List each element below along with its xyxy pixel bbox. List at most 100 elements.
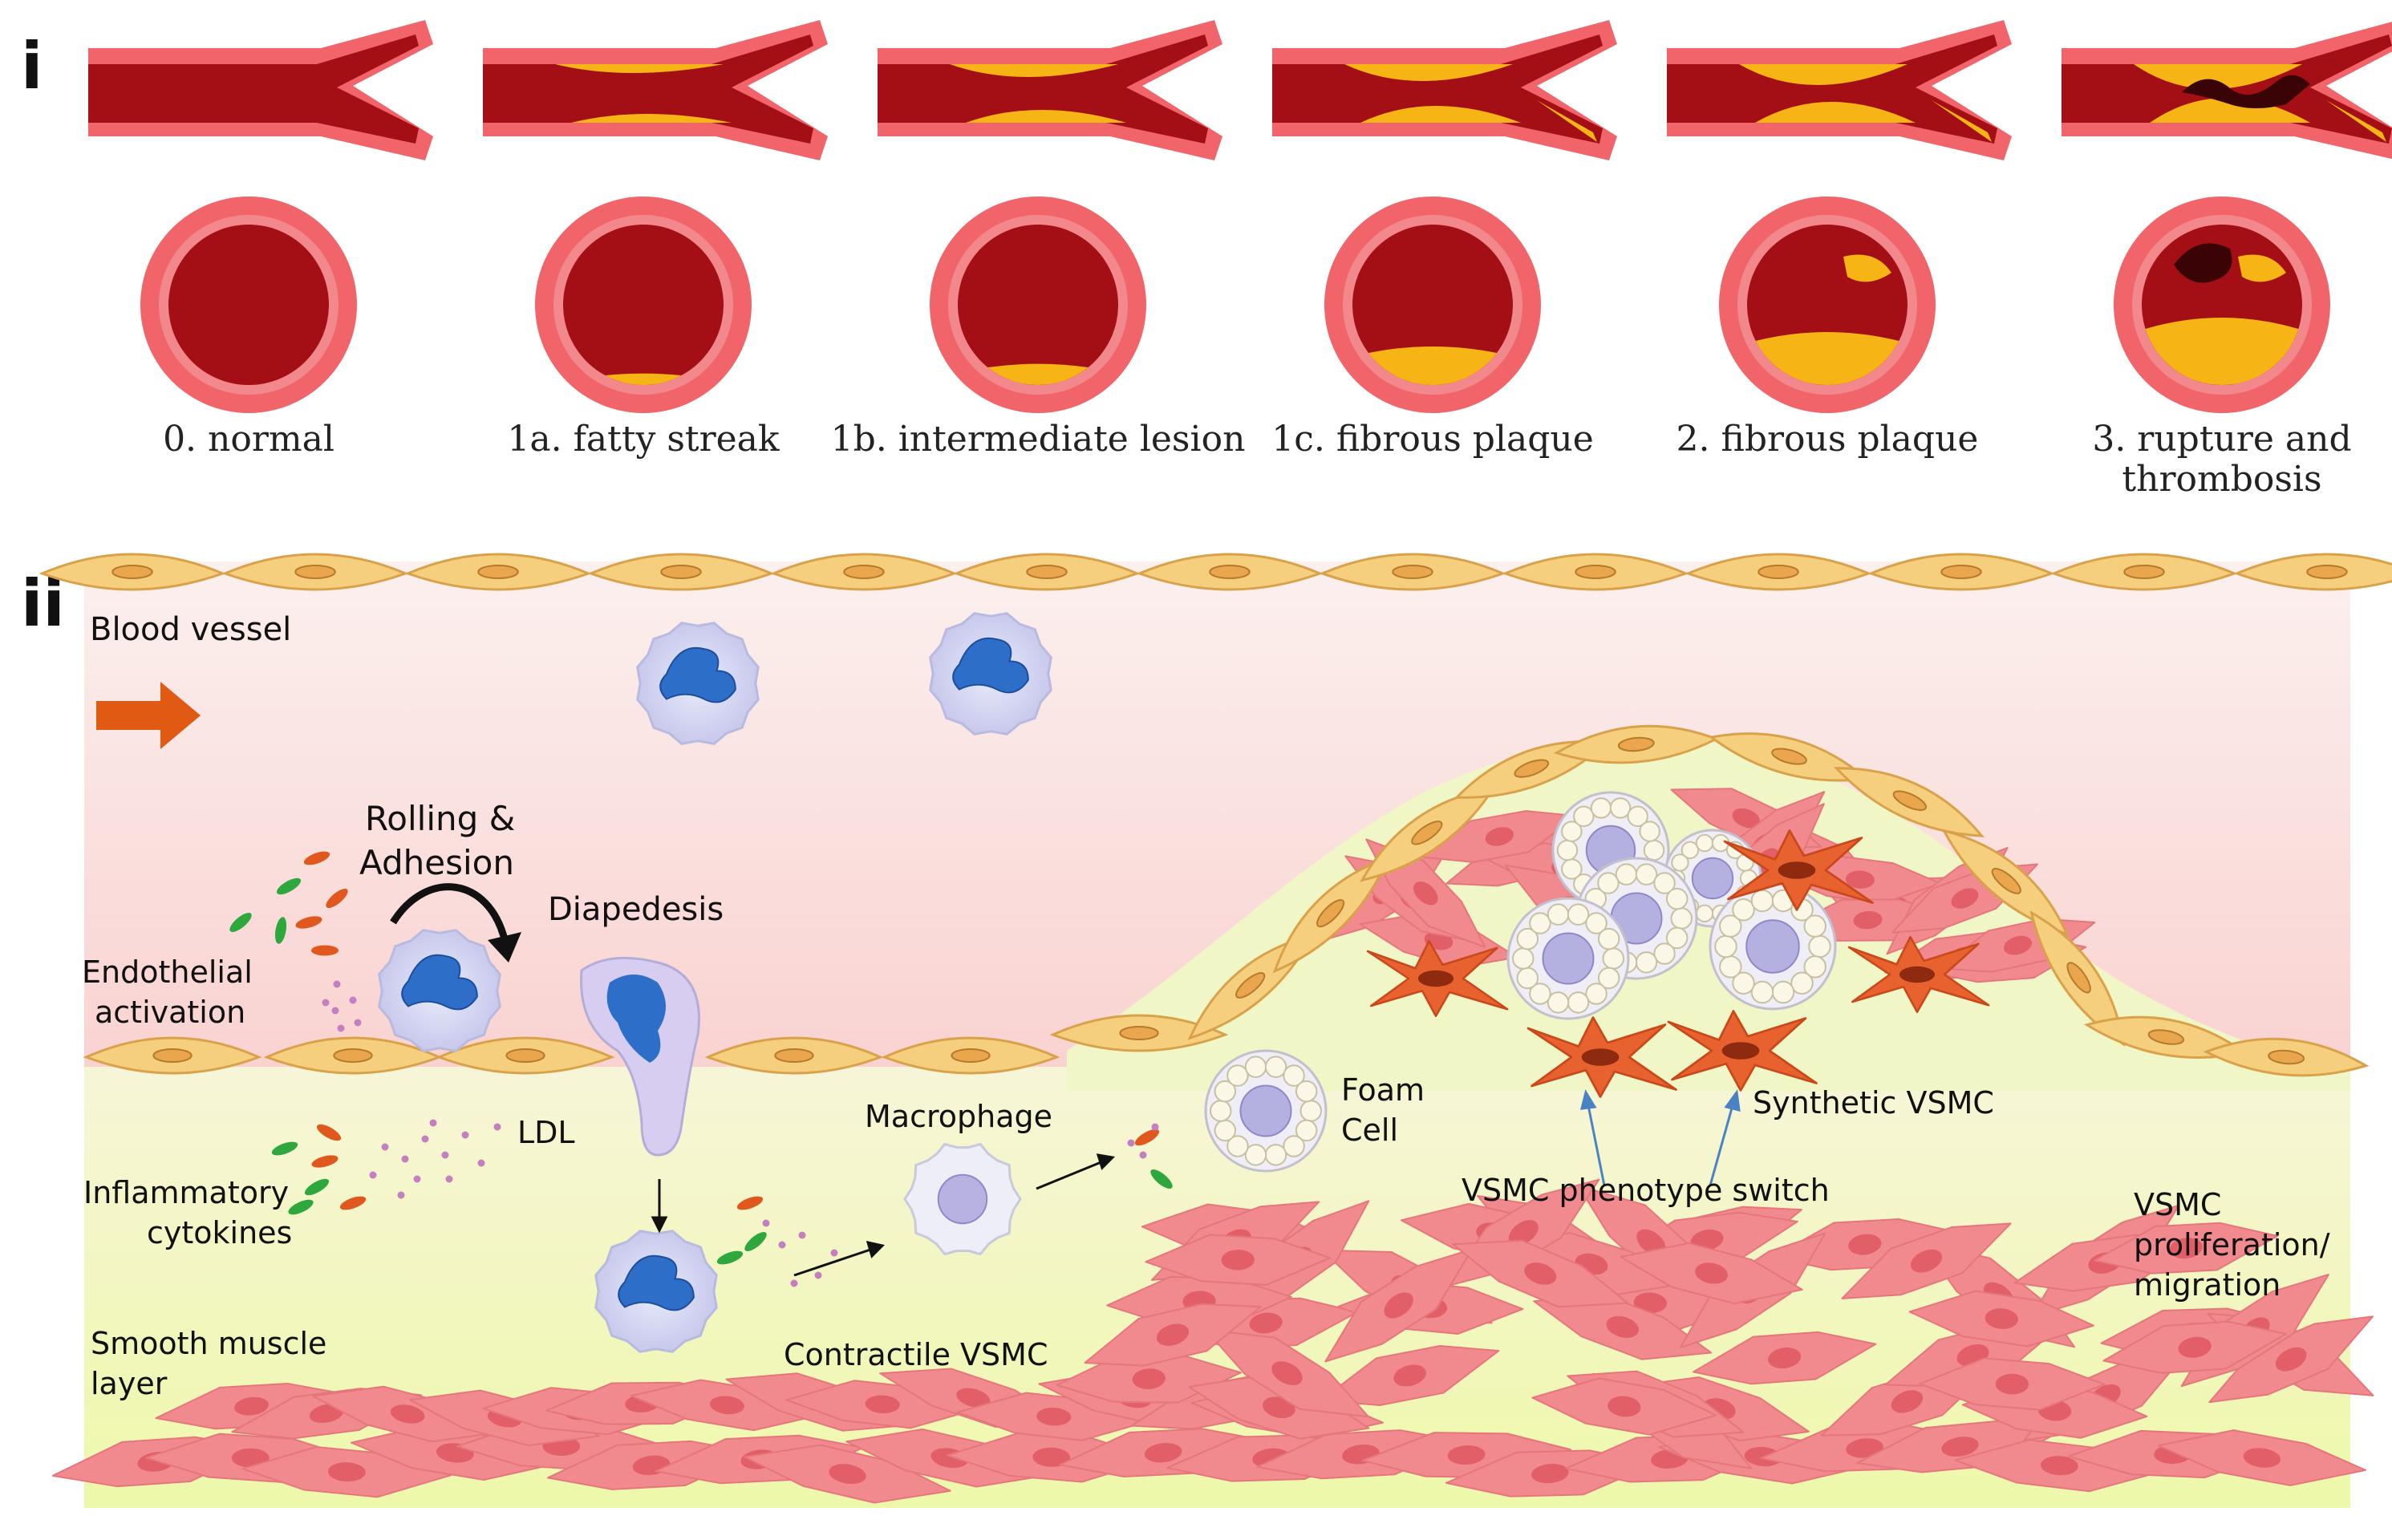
leukocyte-nucleus xyxy=(618,1254,695,1311)
lipid-droplet xyxy=(1597,967,1620,990)
synthetic-vsmc xyxy=(1526,1016,1677,1098)
endothelial-nucleus xyxy=(1026,565,1068,579)
vessel-longitudinal-lumen xyxy=(878,34,1208,144)
lipid-droplet xyxy=(1665,887,1689,910)
endothelial-cell xyxy=(587,553,775,591)
lipid-droplet xyxy=(1671,853,1689,872)
endothelial-nucleus xyxy=(1892,790,1928,811)
smooth-muscle-cell xyxy=(1841,1222,2012,1299)
smooth-muscle-cell xyxy=(1692,1331,1877,1385)
smc-nucleus xyxy=(1732,808,1761,829)
synthetic-vsmc-label: Synthetic VSMC xyxy=(1753,1085,1994,1121)
endothelial-cell xyxy=(704,1036,884,1075)
cytokine xyxy=(276,877,302,895)
smooth-muscle-cell xyxy=(2157,1429,2366,1486)
phenotype-switch-label: VSMC phenotype switch xyxy=(1462,1173,1830,1208)
plaque-cross-deposit xyxy=(987,363,1089,385)
lipid-droplet xyxy=(1714,934,1737,958)
plaque-cross-deposit xyxy=(1755,332,1899,385)
lipid-droplet xyxy=(1556,839,1579,861)
lipid-droplet xyxy=(1567,903,1590,926)
smc-nucleus xyxy=(1985,1308,2018,1329)
smc-nucleus xyxy=(2169,1238,2203,1259)
endothelial-nucleus xyxy=(1758,565,1799,579)
ldl-particle xyxy=(349,996,357,1004)
endothelial-cell xyxy=(2233,553,2392,591)
plaque-cross-deposit xyxy=(605,373,682,385)
lipid-droplet xyxy=(1803,955,1826,979)
thrombus-cross xyxy=(2174,243,2232,283)
lipid-droplet xyxy=(1567,991,1590,1014)
smc-nucleus xyxy=(327,1462,366,1482)
smc-nucleus xyxy=(1036,1407,1072,1426)
contractile-vsmc-label: Contractile VSMC xyxy=(784,1337,1048,1372)
lipid-droplet xyxy=(1561,858,1583,880)
lipid-droplet xyxy=(1210,1100,1232,1122)
smooth-muscle-cell xyxy=(409,1389,600,1447)
smc-nucleus xyxy=(1263,1396,1295,1419)
smc-nucleus xyxy=(1485,827,1514,846)
synthetic-vsmc xyxy=(1366,939,1509,1018)
stage-2: 1b. intermediate lesion xyxy=(831,20,1245,460)
lipid-droplet xyxy=(1615,863,1638,886)
smc-nucleus xyxy=(1032,1447,1071,1467)
proliferation-label-1: VSMC xyxy=(2134,1187,2221,1222)
endothelial-nucleus xyxy=(1209,565,1251,579)
panel-i-label: i xyxy=(21,29,43,103)
leukocyte-nucleus xyxy=(659,646,736,703)
synthetic-vsmc xyxy=(1723,829,1874,911)
endothelial-activation-label-2: activation xyxy=(95,995,245,1030)
synthetic-vsmc-nucleus xyxy=(1417,970,1454,987)
cytokine xyxy=(274,917,287,944)
lipid-droplet xyxy=(1585,983,1608,1005)
lipid-droplet xyxy=(1561,821,1583,842)
plaque-bottom-deposit xyxy=(966,110,1126,123)
monocyte xyxy=(378,929,501,1052)
thrombus xyxy=(2182,75,2310,108)
endothelial-nucleus xyxy=(2268,1049,2305,1065)
smc-nucleus xyxy=(1846,1438,1883,1458)
smc-nucleus xyxy=(2243,1448,2281,1468)
endothelial-nucleus xyxy=(1392,565,1433,579)
endothelial-nucleus xyxy=(152,1048,193,1063)
leukocyte-nucleus xyxy=(401,954,478,1011)
lipid-droplet xyxy=(1516,927,1539,950)
lipid-droplet xyxy=(1590,797,1612,819)
vessel-cross-lumen xyxy=(1352,225,1513,385)
rolling-arrow-icon xyxy=(390,883,509,944)
smooth-muscle-cell xyxy=(1919,1357,2106,1411)
smc-nucleus xyxy=(1221,1249,1255,1270)
ldl-particle xyxy=(331,1007,339,1015)
smc-nucleus xyxy=(865,1395,900,1414)
leukocyte-nucleus xyxy=(952,637,1029,694)
ldl-particle xyxy=(1139,1151,1147,1159)
smc-nucleus xyxy=(1848,1234,1882,1255)
smc-nucleus xyxy=(1413,881,1438,906)
inflammatory-label-2: cytokines xyxy=(147,1215,292,1250)
endothelial-layer xyxy=(39,553,2392,1077)
lipid-droplet xyxy=(1597,872,1620,894)
smc-nucleus xyxy=(956,1388,991,1408)
rolling-label-1: Rolling & xyxy=(365,799,515,838)
smooth-muscle-cell xyxy=(155,1383,348,1430)
smc-nucleus xyxy=(1249,1312,1283,1334)
inflammatory-label-1: Inflammatory xyxy=(83,1175,289,1210)
endothelial-nucleus xyxy=(1411,821,1443,845)
smooth-muscle-cell xyxy=(1452,1239,1629,1308)
cytokine xyxy=(271,1141,298,1156)
smc-nucleus xyxy=(2003,935,2033,955)
endothelial-nucleus xyxy=(333,1048,373,1063)
smc-nucleus xyxy=(1941,1437,1979,1457)
smc-nucleus xyxy=(1447,1445,1486,1465)
smc-nucleus xyxy=(1393,1364,1426,1387)
blood-flow-arrow-icon xyxy=(96,682,201,749)
endothelial-nucleus xyxy=(1119,1026,1159,1040)
lipid-droplet xyxy=(1226,1064,1249,1087)
stage-label: thrombosis xyxy=(2122,459,2321,500)
vessel-longitudinal-lumen xyxy=(88,34,419,144)
ldl-particle xyxy=(429,1119,437,1127)
smc-nucleus xyxy=(1633,1292,1668,1314)
plaque-cross-upper xyxy=(1843,254,1891,282)
